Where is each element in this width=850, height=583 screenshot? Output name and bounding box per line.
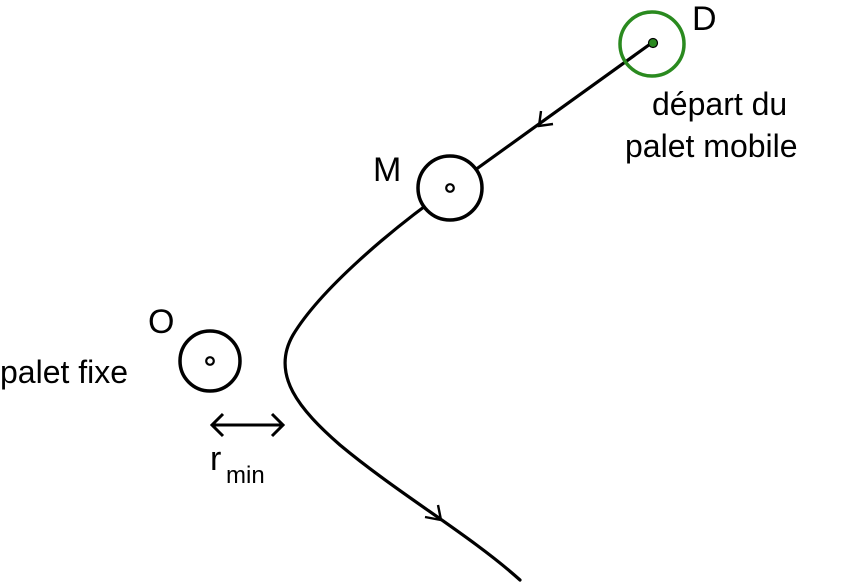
fixed-puck	[178, 329, 242, 393]
rmin-double-arrow	[209, 412, 286, 438]
label-point-o: O	[148, 303, 174, 341]
label-start-line2: palet mobile	[625, 128, 798, 164]
direction-arrow-lower	[424, 504, 443, 522]
label-point-m: M	[373, 151, 401, 189]
label-rmin-r: r	[210, 440, 221, 478]
direction-arrow-upper	[537, 110, 554, 128]
label-start-line1: départ du	[652, 86, 787, 122]
moving-puck	[416, 154, 484, 222]
label-rmin-subscript: min	[226, 462, 265, 489]
start-puck	[618, 10, 686, 78]
trajectory-curve	[283, 40, 655, 582]
label-fixed-puck: palet fixe	[0, 354, 128, 390]
label-point-d: D	[692, 0, 717, 38]
